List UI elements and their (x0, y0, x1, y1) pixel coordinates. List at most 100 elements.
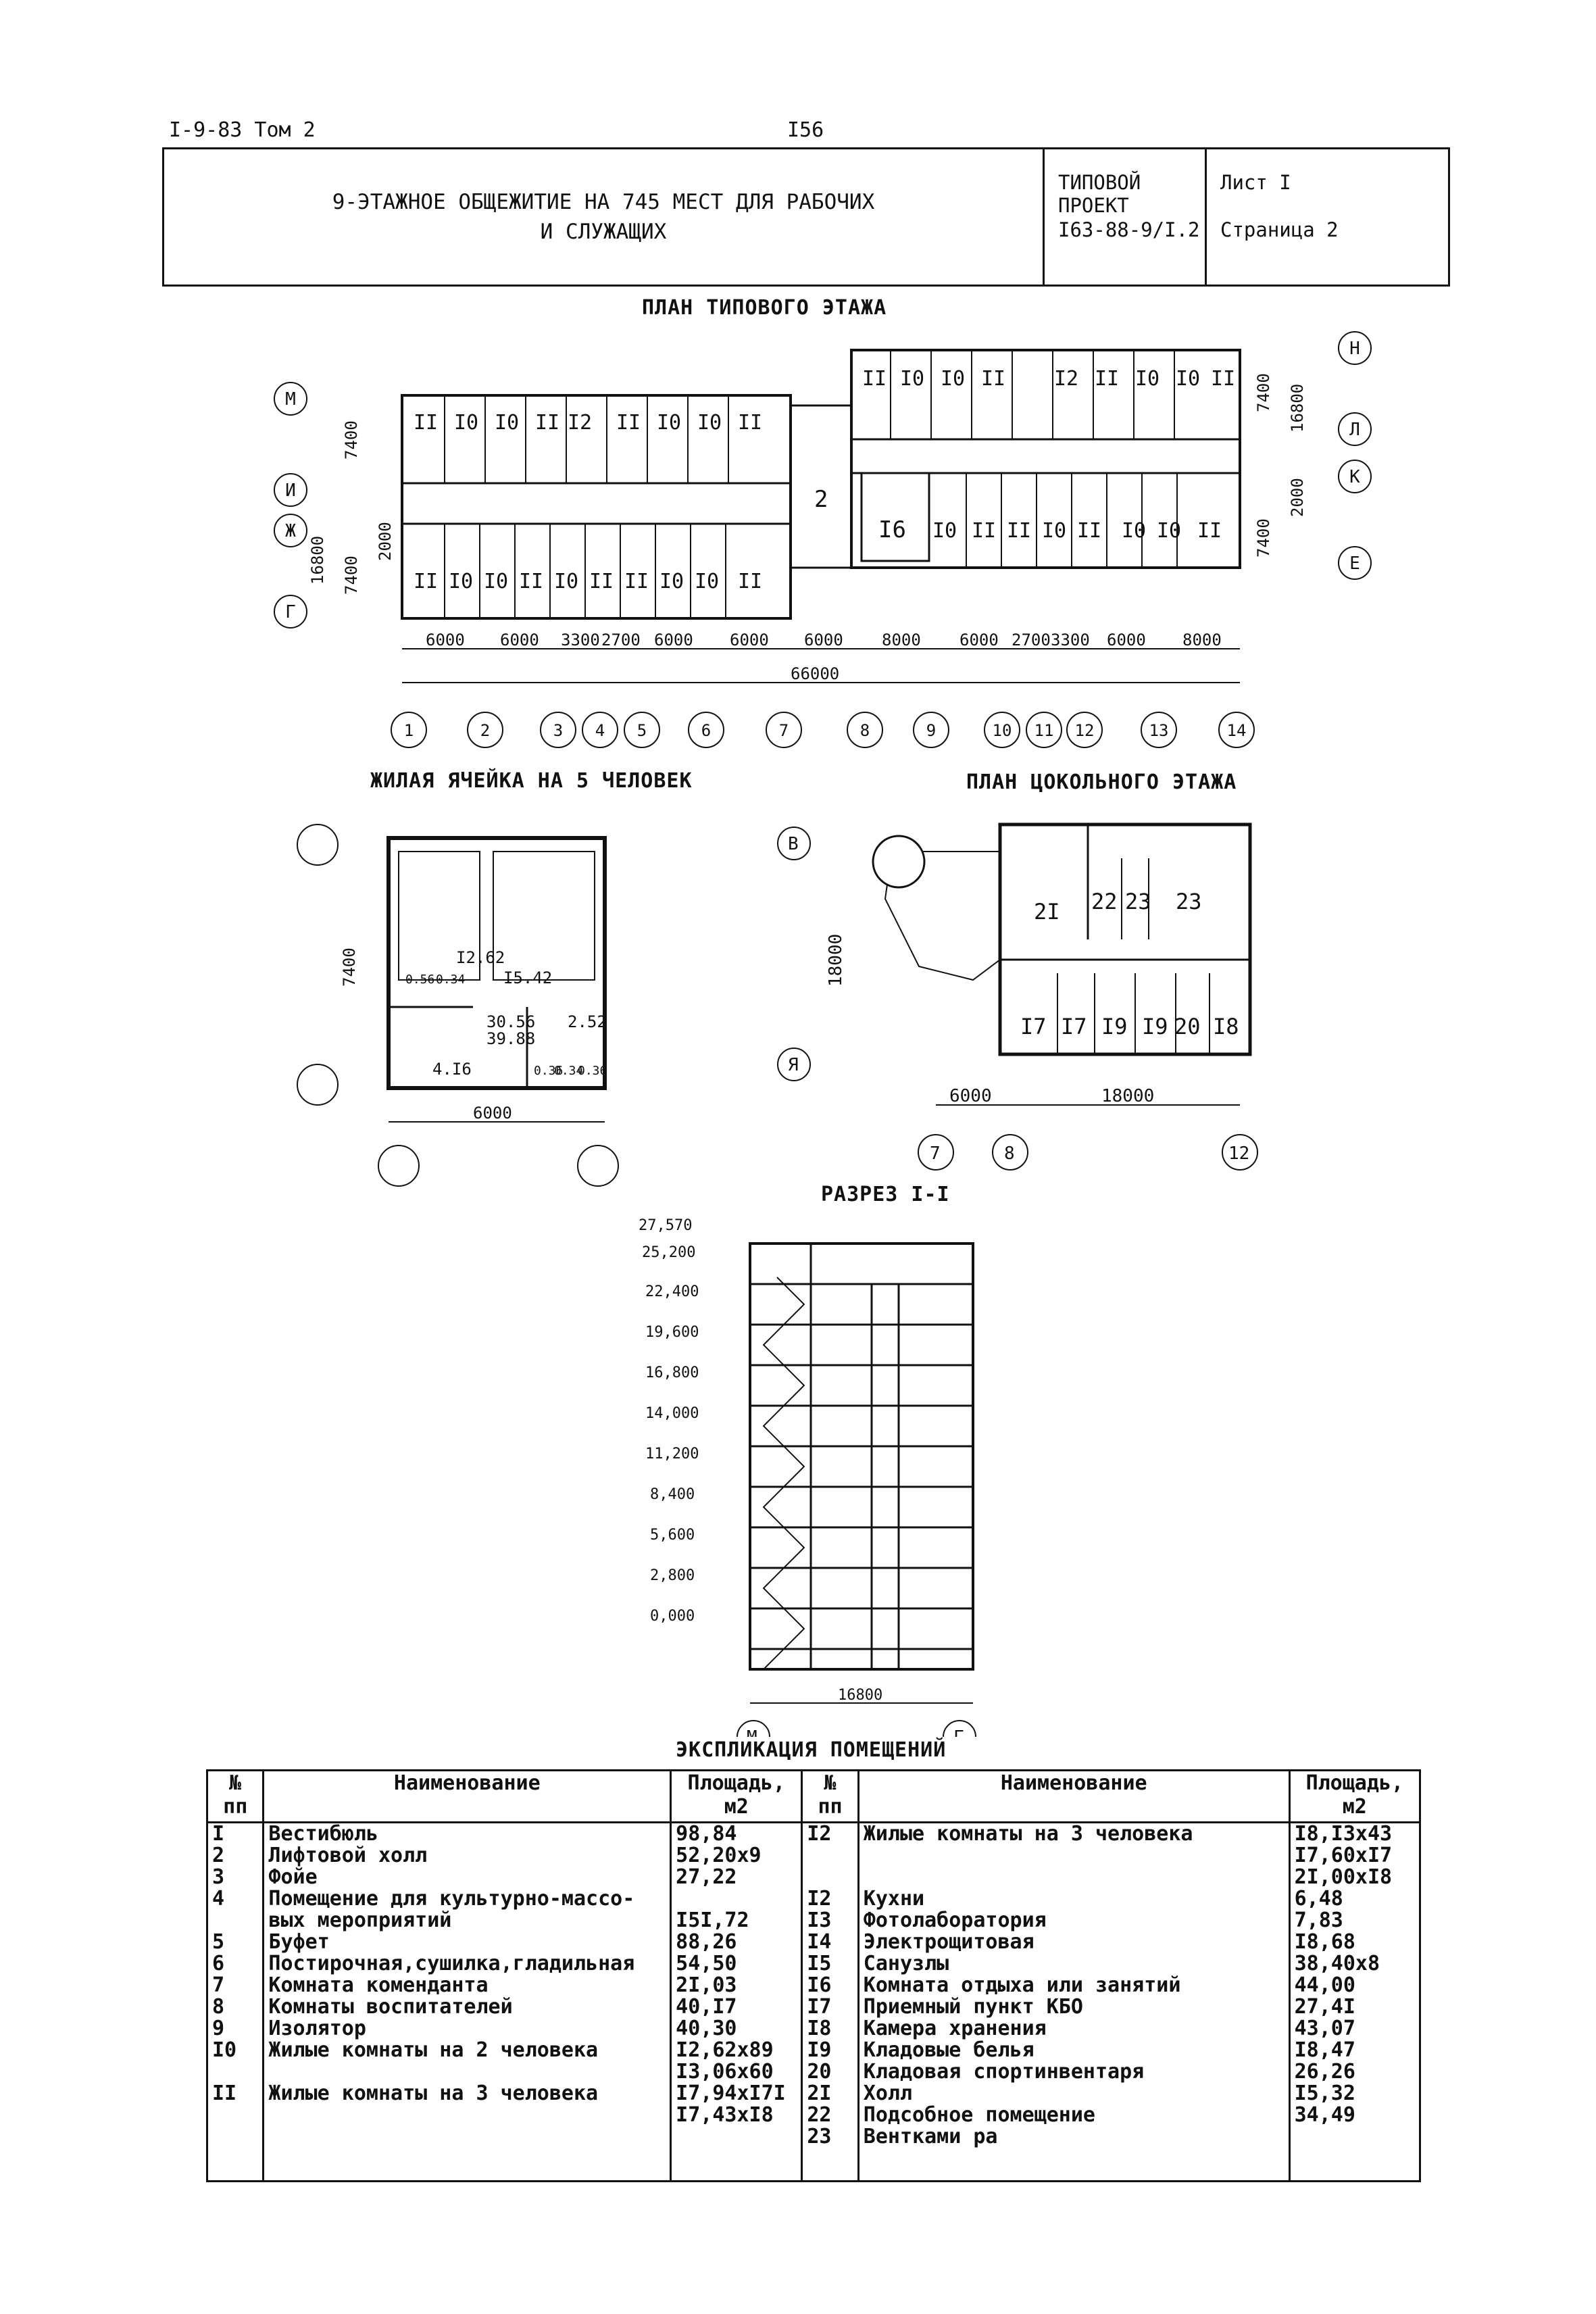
level-label: 19,600 (645, 1324, 699, 1341)
cell-name: Холл (857, 2083, 1291, 2104)
axis-label: 7 (930, 1143, 941, 1164)
cell-no: 20 (801, 2061, 859, 2083)
title-block: 9-ЭТАЖНОЕ ОБЩЕЖИТИЕ НА 745 МЕСТ ДЛЯ РАБО… (162, 147, 1450, 287)
cell-no: I8 (801, 2018, 859, 2040)
dim-label: 2000 (376, 522, 395, 561)
dim-label: 6000 (730, 631, 769, 649)
basement-depth: 18000 (826, 934, 846, 987)
axis-label: Г (953, 1727, 964, 1737)
room-label: I2 (568, 411, 592, 435)
dim-label: 6000 (654, 631, 693, 649)
cell-area: 40,I7 (670, 1996, 803, 2018)
basement-plan-title: ПЛАН ЦОКОЛЬНОГО ЭТАЖА (966, 770, 1237, 794)
room-label: I2 (1054, 367, 1078, 391)
cell-name (262, 2061, 672, 2083)
cell-name: Комната отдыха или занятий (857, 1975, 1291, 1996)
cell-area: 43,07 (1288, 2018, 1422, 2040)
cell-area: I2,62x89 (670, 2040, 803, 2061)
level-label: 27,570 (639, 1217, 692, 1234)
cell-plan-title: ЖИЛАЯ ЯЧЕЙКА НА 5 ЧЕЛОВЕК (370, 769, 693, 793)
area-label: 30.56 (487, 1012, 535, 1031)
area-label: 4.I6 (432, 1060, 472, 1079)
cell-no: I3 (801, 1910, 859, 1931)
cell-name: Фойе (262, 1867, 672, 1888)
cell-no: 7 (205, 1975, 265, 1996)
axis-label: 5 (637, 721, 647, 740)
cell-name: Кладовые белья (857, 2040, 1291, 2061)
cell-no: 9 (205, 2018, 265, 2040)
page-number: I56 (787, 118, 824, 142)
cell-area: 2I,00xI8 (1288, 1867, 1422, 1888)
room-label: I0 (484, 570, 508, 593)
col-header-name: Наименование (857, 1769, 1291, 1823)
level-label: 16,800 (645, 1364, 699, 1381)
room-label: 22 (1091, 889, 1118, 914)
cell-area: 54,50 (670, 1953, 803, 1975)
cell-no: 2I (801, 2083, 859, 2104)
cell-area: I5,32 (1288, 2083, 1422, 2104)
cell-area: I7,43xI8 (670, 2104, 803, 2126)
level-label: 11,200 (645, 1446, 699, 1462)
title-cell: 9-ЭТАЖНОЕ ОБЩЕЖИТИЕ НА 745 МЕСТ ДЛЯ РАБО… (164, 149, 1043, 285)
cell-area (1288, 2126, 1422, 2182)
cell-plan-drawing: 7400 6000 I2.62 I5.42 30.56 39.88 2.52 4… (297, 824, 619, 1187)
axis-label: 7 (779, 721, 789, 740)
cell-name (262, 2104, 672, 2126)
axis-label: 11 (1034, 721, 1054, 740)
area-label: 0.56 (405, 973, 434, 987)
cell-area (670, 2126, 803, 2182)
dim-label: 6000 (959, 631, 999, 649)
cell-no: I0 (205, 2040, 265, 2061)
col-header-area: Площадь, м2 (670, 1769, 803, 1823)
dim-label: 7400 (1254, 373, 1273, 412)
cell-no: 8 (205, 1996, 265, 2018)
cell-depth: 7400 (340, 947, 359, 987)
cell-name: Кухни (857, 1888, 1291, 1910)
axis-label: 9 (926, 721, 936, 740)
area-label: I5.42 (503, 968, 552, 987)
document-reference: I-9-83 Том 2 (169, 118, 316, 142)
cell-name: Жилые комнаты на 3 человека (262, 2083, 672, 2104)
room-label: II (535, 411, 559, 435)
cell-area: I8,47 (1288, 2040, 1422, 2061)
cell-name: Помещение для культурно-массо- (262, 1888, 672, 1910)
right-wing-outline (850, 349, 1241, 569)
cell-no: I7 (801, 1996, 859, 2018)
level-label: 8,400 (650, 1486, 695, 1503)
project-code: I63-88-9/I.2 (1058, 218, 1200, 241)
cell-name: Жилые комнаты на 2 человека (262, 2040, 672, 2061)
level-label: 5,600 (650, 1527, 695, 1544)
level-label: 2,800 (650, 1567, 695, 1584)
room-label: I0 (1135, 367, 1159, 391)
cell-no: I4 (801, 1931, 859, 1953)
cell-name: Подсобное помещение (857, 2104, 1291, 2126)
cell-name: Лифтовой холл (262, 1845, 672, 1867)
cell-area (670, 1888, 803, 1910)
room-label: I0 (941, 367, 965, 391)
axis-label: Г (285, 602, 296, 622)
room-label: II (972, 519, 996, 543)
axis-label: 6 (701, 721, 711, 740)
project-label: ТИПОВОЙ ПРОЕКТ (1058, 171, 1141, 217)
cell-area: I3,06x60 (670, 2061, 803, 2083)
room-label: I7 (1061, 1014, 1087, 1039)
axis-label: 12 (1075, 721, 1095, 740)
room-label: I0 (495, 411, 519, 435)
room-label: I0 (659, 570, 684, 593)
typical-floor-title: ПЛАН ТИПОВОГО ЭТАЖА (642, 296, 887, 320)
room-label: I0 (1122, 519, 1146, 543)
cell-area: 34,49 (1288, 2104, 1422, 2126)
cell-no: 23 (801, 2126, 859, 2182)
cell-area: I5I,72 (670, 1910, 803, 1931)
basement-plan-drawing: В Я 18000 6000 18000 7 8 12 2I 22 23 23 … (777, 822, 1258, 1171)
room-label: II (862, 367, 887, 391)
room-label: I0 (1042, 519, 1066, 543)
room-label: I9 (1101, 1014, 1128, 1039)
